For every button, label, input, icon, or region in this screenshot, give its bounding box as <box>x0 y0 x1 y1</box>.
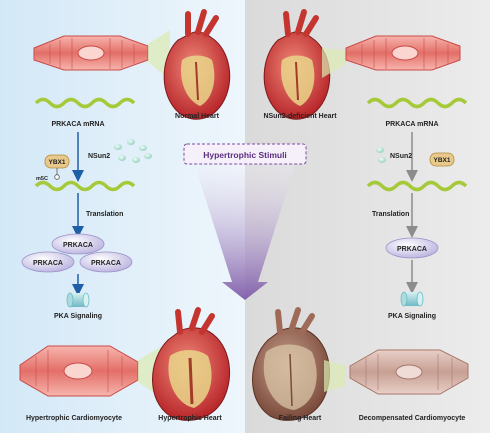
left-nsun2-dots <box>114 139 152 163</box>
right-prkaca-label: PRKACA <box>397 246 427 253</box>
right-mrna-strand <box>366 97 468 109</box>
m5c-mark-icon <box>54 174 60 180</box>
right-cardiomyocyte-top-icon <box>345 35 461 71</box>
stimuli-label: Hypertrophic Stimuli <box>203 150 287 160</box>
hypertrophic-heart-icon <box>152 307 231 421</box>
failing-heart-icon <box>252 307 331 421</box>
right-mrna-strand-unmethylated <box>366 180 468 192</box>
hypertrophic-cardiomyocyte-icon <box>19 345 139 397</box>
zoom-beam <box>322 48 346 78</box>
right-prkaca-oval <box>385 237 439 259</box>
left-translation-label: Translation <box>86 211 123 218</box>
nsun2-deficient-heart-icon <box>263 9 331 120</box>
left-mrna-strand <box>34 97 136 109</box>
decompensated-cardiomyocyte-label: Decompensated Cardiomyocyte <box>359 415 466 422</box>
deficient-heart-label: NSun2-deficient Heart <box>263 113 337 120</box>
normal-cardiomyocyte-icon <box>33 35 149 71</box>
right-nsun2-dots <box>376 147 386 163</box>
right-pka-cylinder-icon <box>400 291 424 307</box>
left-ybx1-label: YBX1 <box>49 159 66 166</box>
normal-heart-icon <box>163 9 231 120</box>
right-nsun2-label: NSun2 <box>390 153 412 160</box>
prkaca-right-label: PRKACA <box>91 260 121 267</box>
hypertrophic-cardiomyocyte-label: Hypertrophic Cardiomyocyte <box>26 415 122 422</box>
right-pka-label: PKA Signaling <box>388 313 436 320</box>
failing-heart-label: Failing Heart <box>279 415 322 422</box>
normal-heart-label: Normal Heart <box>175 113 220 120</box>
left-mrna-strand-methylated <box>34 180 136 192</box>
left-nsun2-label: NSun2 <box>88 153 110 160</box>
right-ybx1-badge <box>429 152 455 167</box>
stimuli-funnel-arrow <box>190 150 300 300</box>
left-pka-cylinder-icon <box>66 292 90 308</box>
prkaca-oval-top <box>51 233 105 255</box>
left-pka-label: PKA Signaling <box>54 313 102 320</box>
left-mrna-label: PRKACA mRNA <box>51 121 104 128</box>
zoom-beam <box>324 360 346 392</box>
right-mrna-label: PRKACA mRNA <box>385 121 438 128</box>
right-ybx1-label: YBX1 <box>434 157 451 164</box>
hypertrophic-heart-label: Hypertrophic Heart <box>158 415 222 422</box>
prkaca-top-label: PRKACA <box>63 242 93 249</box>
m5c-label: m5C <box>36 176 48 182</box>
prkaca-oval-left <box>21 251 75 273</box>
right-translation-label: Translation <box>372 211 409 218</box>
prkaca-left-label: PRKACA <box>33 260 63 267</box>
stimuli-box <box>183 143 307 165</box>
prkaca-oval-right <box>79 251 133 273</box>
decompensated-cardiomyocyte-icon <box>349 349 469 395</box>
